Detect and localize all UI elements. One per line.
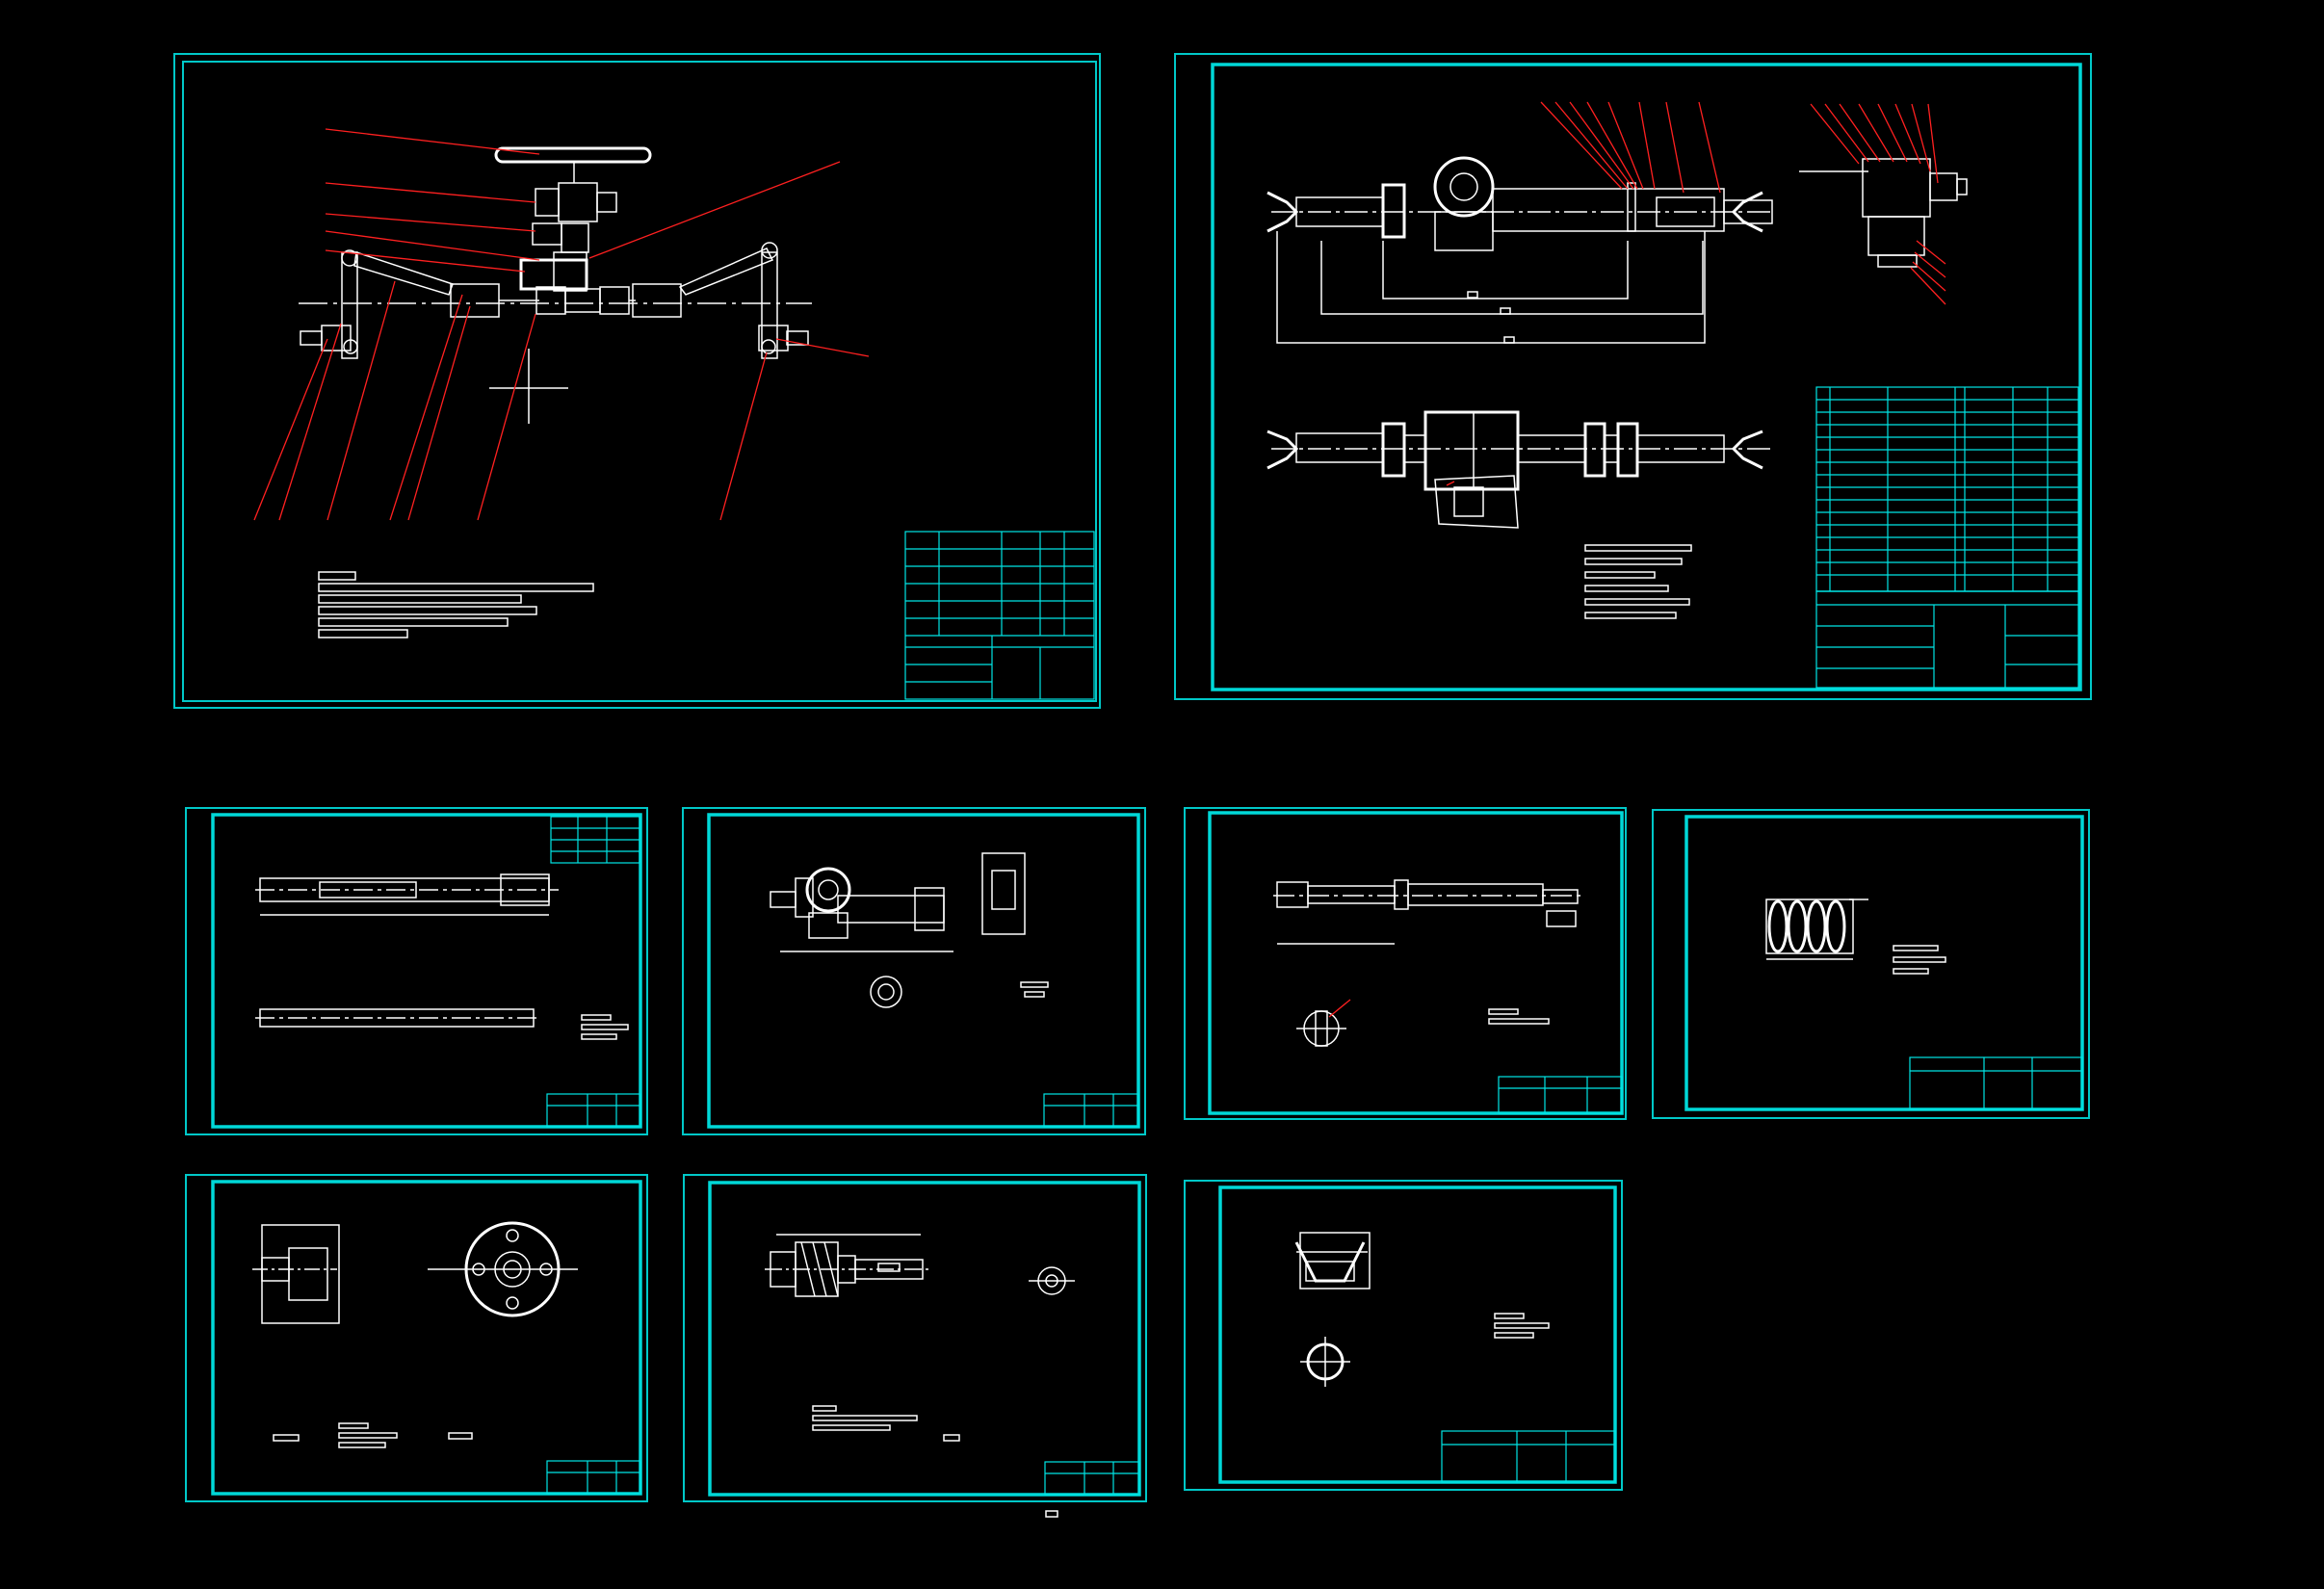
sheet-hit-spring-part[interactable] xyxy=(1653,810,2089,1118)
sheet-inner-border xyxy=(211,1180,642,1496)
sheet-outer-border xyxy=(1184,807,1627,1120)
sheet-inner-border xyxy=(708,1181,1141,1497)
gear-drawing-top xyxy=(1266,156,1773,344)
yoke-drawing xyxy=(1294,1232,1550,1387)
sheet-shaft-part xyxy=(185,807,648,1135)
sheet-inner-border xyxy=(211,813,642,1129)
sheet-spring-part xyxy=(1652,809,2090,1119)
sheet-hit-assembly-linkage[interactable] xyxy=(174,54,1100,708)
sheet-outer-border xyxy=(683,1174,1147,1502)
sheet-long-shaft-part xyxy=(1184,807,1627,1120)
sheet-inner-border xyxy=(707,813,1140,1129)
sheet-outer-border xyxy=(185,807,648,1135)
title-block xyxy=(904,531,1095,700)
sheet-outer-border xyxy=(173,53,1101,709)
title-block xyxy=(1441,1430,1616,1483)
sheet-assembly-linkage xyxy=(173,53,1101,709)
long-shaft-drawing xyxy=(1273,879,1585,1047)
sheet-steering-gear-assembly xyxy=(1174,53,2092,700)
sheet-inner-border xyxy=(1684,815,2084,1111)
title-block xyxy=(1909,1056,2083,1110)
footer-tag xyxy=(1045,1510,1058,1518)
flange-drawing xyxy=(252,1221,578,1448)
spring-drawing xyxy=(1765,899,1946,975)
sheet-outer-border xyxy=(185,1174,648,1502)
sheet-flange-part xyxy=(185,1174,648,1502)
housing-drawing xyxy=(770,852,1049,1008)
parts-list-table xyxy=(1815,386,2079,689)
sheet-outer-border xyxy=(1184,1180,1623,1491)
gear-drawing-bottom xyxy=(1266,410,1772,529)
title-block xyxy=(1498,1076,1623,1114)
sheet-hit-yoke-part[interactable] xyxy=(1185,1181,1622,1490)
sheet-hit-housing-part[interactable] xyxy=(683,808,1145,1134)
title-block xyxy=(1044,1461,1140,1496)
sheet-hit-long-shaft-part[interactable] xyxy=(1185,808,1626,1119)
gear-notes xyxy=(1584,544,1692,619)
sheet-hit-worm-part[interactable] xyxy=(684,1175,1146,1501)
sheet-inner-border xyxy=(1208,811,1624,1115)
gear-drawing-side xyxy=(1799,103,1968,305)
sheet-housing-part xyxy=(682,807,1146,1135)
title-block xyxy=(1043,1093,1139,1128)
sheet-hit-shaft-part[interactable] xyxy=(186,808,647,1134)
sheet-outer-border xyxy=(682,807,1146,1135)
sheet-worm-part xyxy=(683,1174,1147,1502)
linkage-drawing xyxy=(253,128,870,638)
sheet-outer-border xyxy=(1652,809,2090,1119)
sheet-hit-flange-part[interactable] xyxy=(186,1175,647,1501)
title-block xyxy=(546,1460,641,1495)
shaft-drawing xyxy=(255,873,629,1040)
sheet-yoke-part xyxy=(1184,1180,1623,1491)
sheet-inner-border xyxy=(1211,63,2082,691)
sheet-inner-border xyxy=(182,61,1097,702)
gear-top-leaders xyxy=(1540,101,1721,194)
worm-drawing xyxy=(765,1234,1075,1442)
title-block xyxy=(546,1093,641,1128)
sheet-outer-border xyxy=(1174,53,2092,700)
sheet-hit-steering-gear-assembly[interactable] xyxy=(1175,54,2091,699)
shaft-table xyxy=(550,816,640,864)
sheet-inner-border xyxy=(1218,1185,1617,1484)
